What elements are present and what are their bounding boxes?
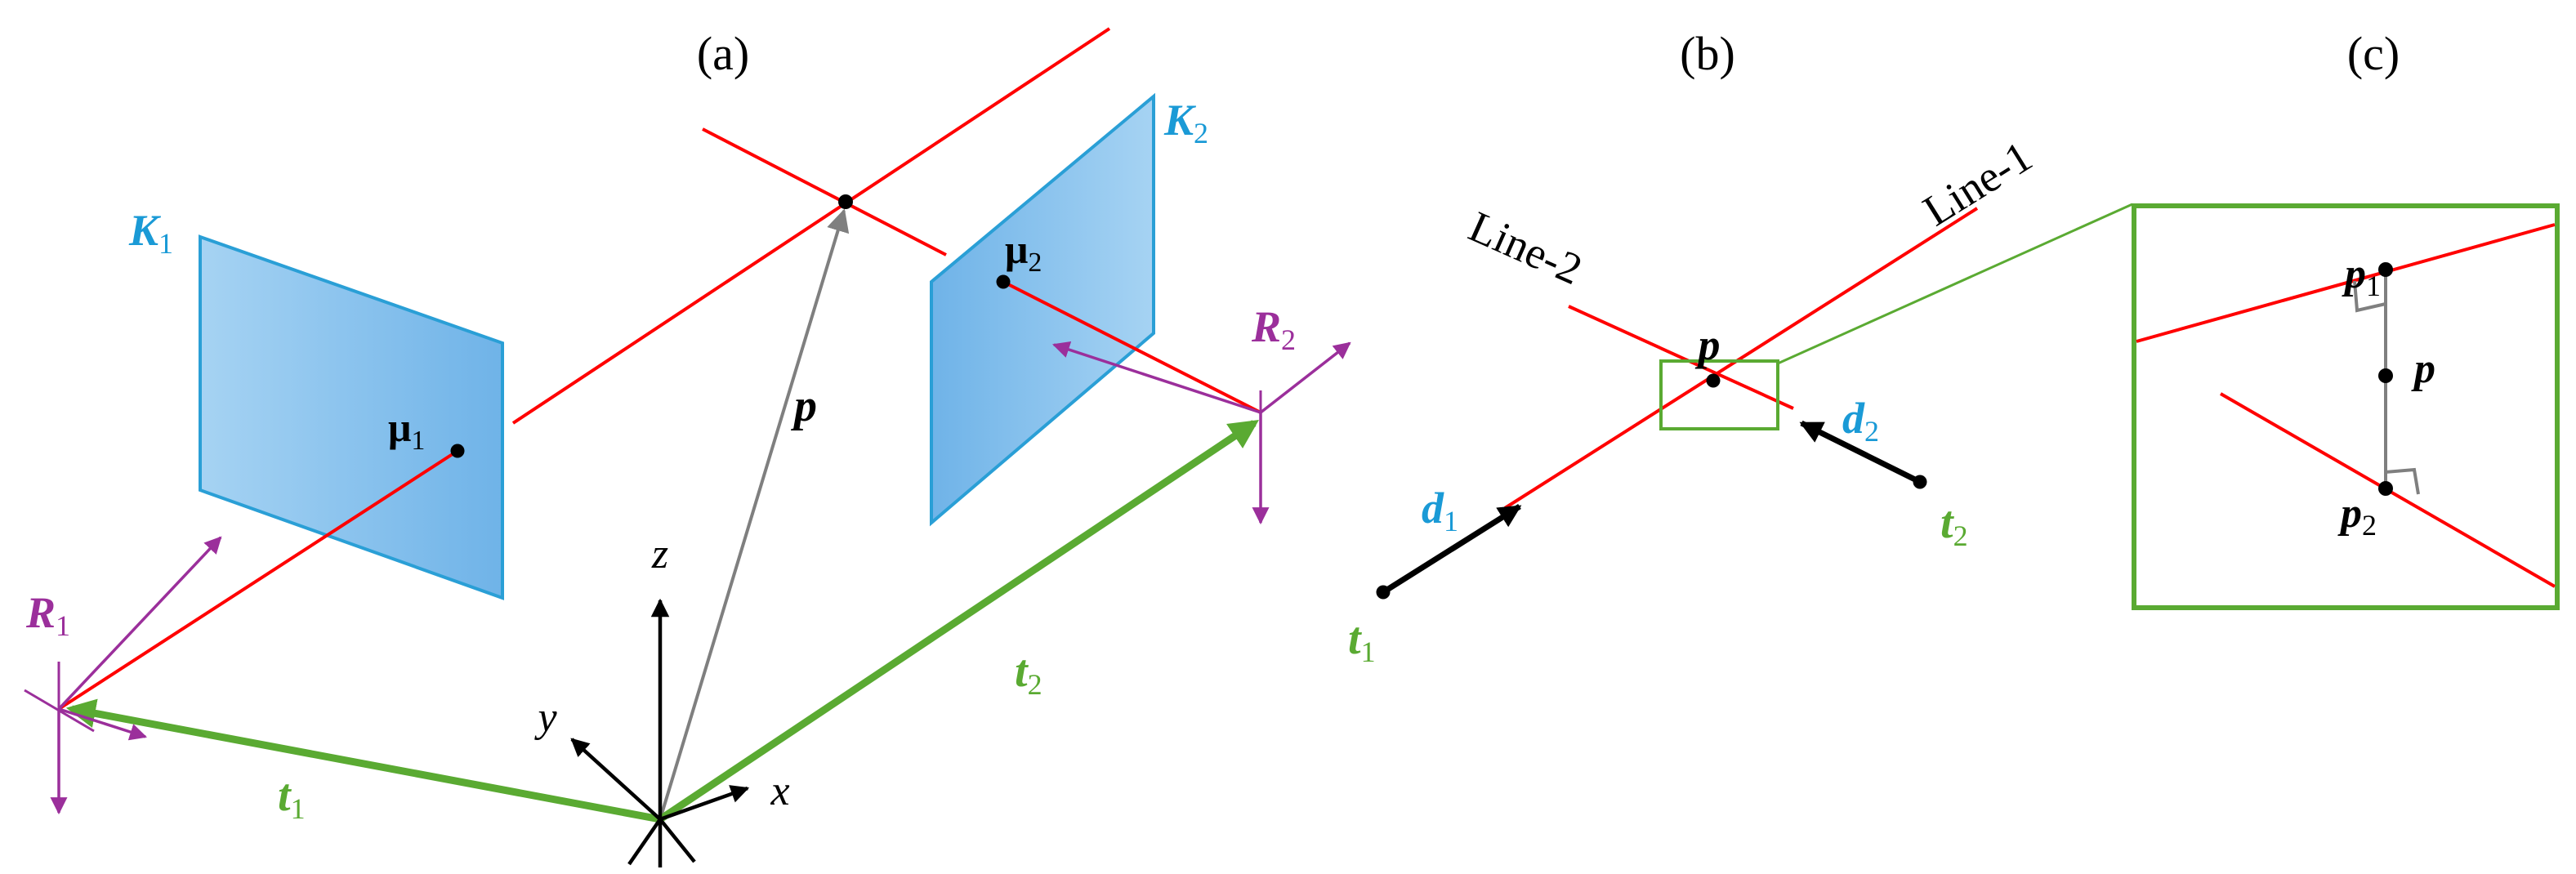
ray-line-1-extension bbox=[511, 27, 1111, 425]
image-plane-k2 bbox=[930, 92, 1155, 527]
line-1-label: Line-1 bbox=[1915, 132, 2041, 235]
direction-vector-d2 bbox=[1799, 420, 1922, 485]
translation-vector-t1 bbox=[65, 698, 661, 823]
label-mu2: μ2 bbox=[1005, 226, 1042, 278]
label-t2: t2 bbox=[1015, 646, 1042, 701]
right-angle-p2 bbox=[2385, 467, 2420, 495]
panel-a: (a) bbox=[24, 27, 1351, 867]
label-p-3d: p bbox=[791, 381, 817, 431]
point-p-intersection bbox=[1706, 373, 1721, 388]
r1-axis-side bbox=[58, 707, 147, 741]
label-mu1: μ1 bbox=[388, 404, 425, 456]
panel-b: (b) Line-1 Line-2 p d1 d2 t1 t2 bbox=[1348, 27, 2133, 668]
z-axis-label: z bbox=[651, 531, 668, 577]
r2-axis-side bbox=[1259, 341, 1351, 414]
panel-b-label: (b) bbox=[1680, 27, 1735, 80]
image-plane-k1 bbox=[199, 234, 504, 600]
label-k1: K1 bbox=[128, 206, 173, 260]
label-t1: t1 bbox=[278, 770, 306, 825]
label-t2-b: t2 bbox=[1940, 497, 1968, 552]
y-axis-label: y bbox=[534, 694, 557, 741]
ray-line-2-extension bbox=[702, 127, 947, 256]
panel-a-label: (a) bbox=[697, 27, 749, 80]
rotation-frame-r2 bbox=[1052, 341, 1351, 525]
translation-vector-t2 bbox=[658, 420, 1259, 823]
line-1 bbox=[1503, 207, 1979, 510]
panel-c: (c) p1 p p2 bbox=[2132, 27, 2560, 610]
y-axis-tail bbox=[627, 818, 662, 866]
label-k2: K2 bbox=[1163, 96, 1208, 149]
right-angle-p1 bbox=[2353, 280, 2386, 313]
label-p-mid: p bbox=[2411, 346, 2435, 392]
point-t1 bbox=[1376, 585, 1391, 600]
label-r1: R1 bbox=[25, 588, 70, 642]
zoom-connector-top bbox=[1777, 203, 2133, 365]
x-axis-tail bbox=[659, 818, 696, 863]
point-p-mid bbox=[2378, 368, 2393, 383]
point-t2 bbox=[1913, 475, 1927, 489]
world-axes: z y x bbox=[534, 531, 790, 867]
point-p2 bbox=[2378, 481, 2393, 496]
zoom-inset bbox=[2132, 203, 2560, 610]
label-p-intersection: p bbox=[1695, 320, 1721, 369]
label-d1: d1 bbox=[1422, 484, 1458, 537]
point-p-3d bbox=[838, 194, 853, 209]
line-2 bbox=[1568, 305, 1794, 410]
r1-axis-forward bbox=[57, 536, 222, 711]
label-r2: R2 bbox=[1251, 302, 1296, 356]
x-axis-label: x bbox=[770, 768, 789, 814]
zoom-connector-bottom bbox=[1778, 400, 2132, 609]
x-axis bbox=[659, 785, 750, 822]
rotation-frame-r1 bbox=[24, 536, 222, 815]
inset-line-1 bbox=[2136, 223, 2556, 343]
point-mu2 bbox=[996, 274, 1011, 289]
label-p2: p2 bbox=[2337, 490, 2377, 542]
direction-vector-d1 bbox=[1382, 504, 1522, 595]
line-2-label: Line-2 bbox=[1462, 202, 1589, 294]
y-axis bbox=[570, 738, 662, 821]
ray-camera1 bbox=[57, 449, 459, 711]
zoom-box bbox=[1659, 359, 1779, 430]
point-p1 bbox=[2378, 262, 2393, 277]
point-vector-p bbox=[659, 208, 850, 820]
ray-camera2 bbox=[1002, 280, 1261, 414]
label-t1-b: t1 bbox=[1348, 613, 1376, 668]
label-p1: p1 bbox=[2342, 251, 2381, 302]
r2-axis-forward bbox=[1052, 341, 1261, 414]
label-d2: d2 bbox=[1842, 394, 1879, 448]
panel-c-label: (c) bbox=[2347, 27, 2400, 80]
point-mu1 bbox=[450, 444, 465, 458]
